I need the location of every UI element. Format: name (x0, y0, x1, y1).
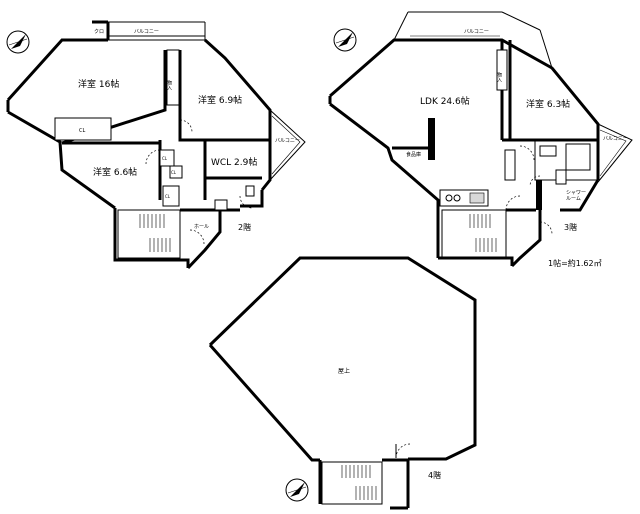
north-arrow-icon (285, 478, 309, 502)
f3-pantry-label: 食品庫 (406, 151, 421, 158)
f2-room-large-label: 洋室 16帖 (78, 78, 119, 90)
f2-cl-label-1: CL (79, 128, 85, 134)
floor-4-plan (208, 256, 477, 510)
f3-shower-label-line2: ルーム (566, 196, 581, 202)
f2-balcony-top-label: バルコニー (134, 29, 159, 35)
f2-cl-label-3: CL (171, 170, 177, 175)
scale-note: 1帖=約1.62㎡ (548, 258, 602, 268)
f2-balcony-right-label: バルコニー (275, 138, 300, 144)
f3-ldk-label: LDK 24.6帖 (420, 95, 470, 107)
f2-cl-label-4: CL (165, 194, 171, 199)
north-arrow-icon (6, 30, 30, 54)
f3-balcony-right-label: バルコニー (603, 136, 628, 142)
f2-floor-label: 2階 (238, 222, 251, 232)
f3-shower-label: シャワー ルーム (566, 190, 588, 202)
f2-storage-label: 物入 (166, 79, 172, 90)
north-arrow-icon (333, 28, 357, 52)
f2-room-lower-label: 洋室 6.6帖 (93, 166, 137, 178)
f2-hall-label: ホール (194, 224, 209, 230)
floor-3-plan (328, 11, 633, 268)
f3-room-right-label: 洋室 6.3帖 (526, 98, 570, 110)
f4-roof-label: 屋上 (338, 367, 350, 375)
f2-cl-label-2: CL (162, 156, 168, 161)
f2-closet-top-label: クロ (94, 29, 104, 35)
f3-storage-label: 物入 (496, 71, 502, 82)
f3-shower-label-line1: シャワー (566, 190, 586, 196)
f2-room-right-label: 洋室 6.9帖 (198, 94, 242, 106)
f4-floor-label: 4階 (428, 470, 441, 480)
floor-2-plan (6, 20, 306, 270)
f3-balcony-top-label: バルコニー (464, 29, 489, 35)
f3-floor-label: 3階 (564, 222, 577, 232)
f2-wcl-label: WCL 2.9帖 (211, 156, 257, 168)
